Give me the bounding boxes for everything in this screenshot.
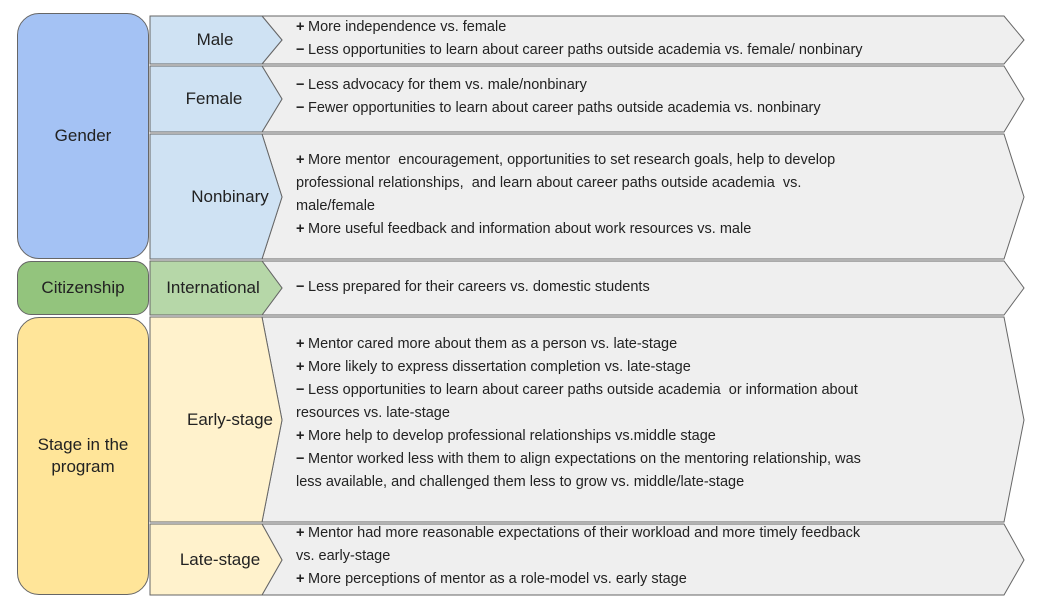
detail-line: −Less prepared for their careers vs. dom… <box>296 279 650 295</box>
sub-chevron-late-stage-shape <box>149 523 283 596</box>
category-stage-label: Stage in the program <box>38 434 129 478</box>
detail-text-international: −Less prepared for their careers vs. dom… <box>296 276 650 299</box>
detail-line: +More help to develop professional relat… <box>296 428 716 444</box>
detail-line: professional relationships, and learn ab… <box>296 175 802 191</box>
detail-line: −Less opportunities to learn about caree… <box>296 382 858 398</box>
sub-label-nonbinary: Nonbinary <box>191 186 269 206</box>
detail-line: +Mentor cared more about them as a perso… <box>296 336 678 352</box>
detail-line: +Mentor had more reasonable expectations… <box>296 525 861 541</box>
detail-line: male/female <box>296 198 375 214</box>
sub-chevron-male-shape <box>149 15 283 65</box>
detail-line: −Less opportunities to learn about caree… <box>296 42 863 58</box>
detail-text-female: −Less advocacy for them vs. male/nonbina… <box>296 74 821 120</box>
detail-text-male: +More independence vs. female −Less oppo… <box>296 16 863 62</box>
detail-text-nonbinary: +More mentor encouragement, opportunitie… <box>296 149 835 241</box>
sub-label-early-stage: Early-stage <box>187 409 273 429</box>
category-gender: Gender <box>17 13 149 259</box>
detail-line: −Less advocacy for them vs. male/nonbina… <box>296 77 587 93</box>
sub-chevron-international-shape <box>149 260 283 316</box>
detail-line: vs. early-stage <box>296 548 391 564</box>
detail-line: +More independence vs. female <box>296 19 507 35</box>
sub-label-late-stage: Late-stage <box>179 549 261 569</box>
sub-label-male: Male <box>196 30 234 49</box>
detail-line: +More mentor encouragement, opportunitie… <box>296 152 836 168</box>
category-stage: Stage in the program <box>17 317 149 595</box>
detail-line: −Mentor worked less with them to align e… <box>296 451 861 467</box>
sub-label-female: Female <box>185 89 243 108</box>
category-stage-label-line2: program <box>51 457 115 476</box>
detail-line: −Fewer opportunities to learn about care… <box>296 100 821 116</box>
detail-line: +More useful feedback and information ab… <box>296 221 752 237</box>
detail-line: less available, and challenged them less… <box>296 474 745 490</box>
sub-label-international: International <box>166 278 260 297</box>
sub-chevron-female-shape <box>149 65 283 133</box>
detail-text-late-stage: +Mentor had more reasonable expectations… <box>296 522 860 591</box>
category-citizenship: Citizenship <box>17 261 149 315</box>
category-stage-label-line1: Stage in the <box>37 435 129 454</box>
sub-chevron-early-stage-shape <box>149 316 283 523</box>
category-citizenship-label: Citizenship <box>41 278 125 297</box>
detail-line: +More perceptions of mentor as a role-mo… <box>296 571 687 587</box>
sub-chevron-nonbinary-shape <box>149 133 283 260</box>
detail-text-early-stage: +Mentor cared more about them as a perso… <box>296 333 861 494</box>
category-gender-label: Gender <box>54 126 112 145</box>
detail-line: resources vs. late-stage <box>296 405 450 421</box>
detail-line: +More likely to express dissertation com… <box>296 359 691 375</box>
